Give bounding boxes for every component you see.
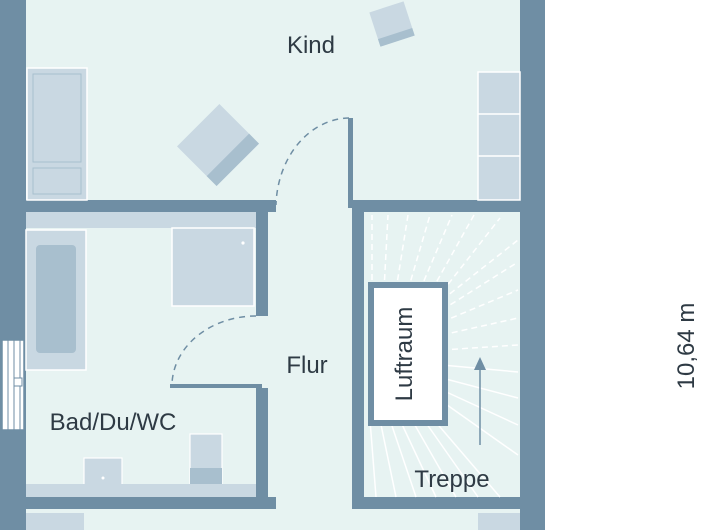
bath-counter-top: [26, 212, 256, 228]
room-label-flur: Flur: [286, 352, 327, 379]
wall-kind-bottom-left: [26, 200, 276, 212]
furniture-bottom-right: [478, 513, 520, 530]
wall-kind-bottom-right: [352, 200, 520, 212]
sink-drain: [101, 476, 105, 480]
wall-bath-door-jamb: [170, 384, 262, 388]
wall-stair-left: [352, 212, 364, 497]
room-label-bad: Bad/Du/WC: [50, 409, 177, 436]
stool-kind: [369, 1, 415, 47]
room-label-luftraum: Luftraum: [391, 307, 418, 402]
luftraum-box: [368, 282, 448, 426]
staircase-lower: [369, 364, 519, 498]
wardrobe-kind-drawer: [32, 167, 82, 195]
chair-kind: [176, 103, 260, 187]
shower-drain: [241, 241, 245, 245]
wall-bath-right-bottom: [256, 388, 268, 498]
wardrobe-kind-inner: [32, 73, 82, 163]
shelf-kind: [477, 71, 521, 201]
sink: [83, 457, 123, 487]
dimension-label: 10,64 m: [673, 303, 700, 390]
shower-tray: [171, 227, 255, 307]
wall-kind-door-jamb: [348, 118, 353, 208]
wall-bath-right-top: [256, 212, 268, 316]
door-swing-bath: [171, 315, 257, 385]
bath-counter-bottom: [26, 484, 256, 497]
staircase: [371, 214, 519, 351]
room-label-treppe: Treppe: [414, 466, 489, 493]
wall-right: [520, 0, 545, 530]
room-label-kind: Kind: [287, 32, 335, 59]
window-left-handle: [13, 377, 23, 387]
wall-bottom-left: [26, 497, 276, 509]
exterior-area: [545, 0, 720, 530]
wall-left: [0, 0, 26, 530]
furniture-bottom-left: [26, 513, 84, 530]
door-swing-kind: [275, 117, 350, 206]
bathtub-basin: [36, 245, 76, 353]
floor-area: [0, 0, 545, 530]
toilet-tank: [190, 468, 222, 484]
wall-bottom-right: [352, 497, 520, 509]
stair-arrow-head: [474, 357, 486, 370]
